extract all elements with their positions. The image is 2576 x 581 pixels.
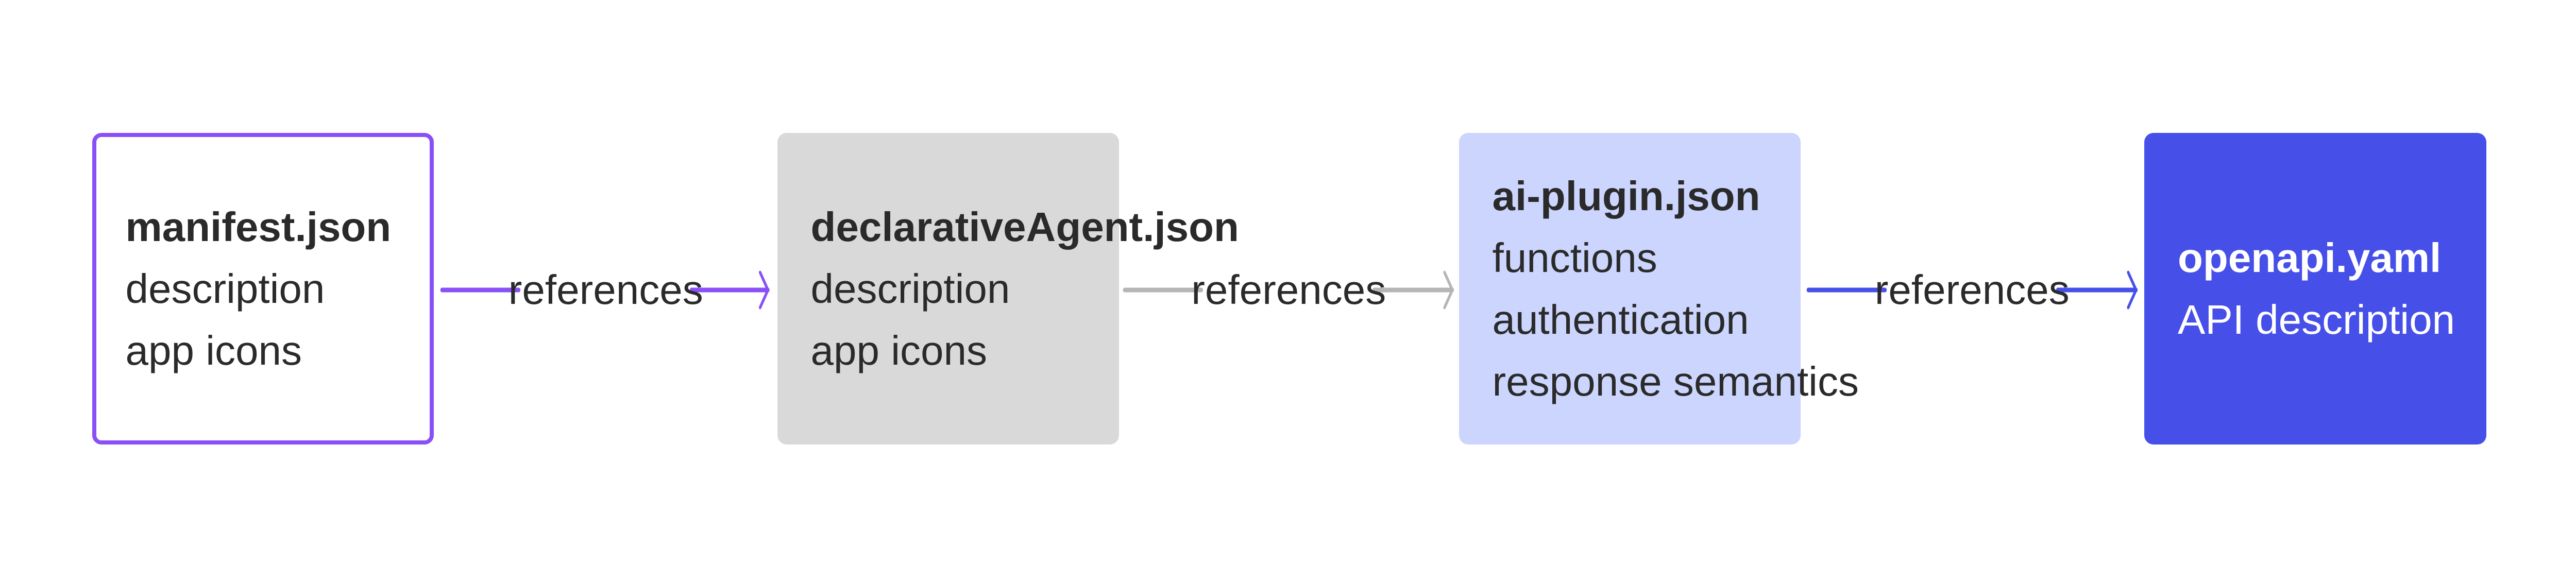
edge-label: references bbox=[1191, 267, 1386, 313]
edge-manifest-to-declarative-agent: references bbox=[440, 259, 772, 321]
node-ai-plugin-json: ai-plugin.json functions authentication … bbox=[1459, 133, 1859, 445]
node-item: description bbox=[810, 265, 1010, 312]
node-title: declarativeAgent.json bbox=[810, 203, 1239, 250]
edge-ai-plugin-to-openapi: references bbox=[1806, 259, 2138, 321]
node-item: functions bbox=[1492, 234, 1657, 281]
node-item: app icons bbox=[125, 327, 302, 373]
arrow-icon bbox=[1806, 270, 2138, 310]
node-declarative-agent-json: declarativeAgent.json description app ic… bbox=[777, 133, 1239, 445]
node-item: API description bbox=[2178, 296, 2455, 343]
arrow-icon bbox=[1123, 270, 1454, 310]
node-title: ai-plugin.json bbox=[1492, 173, 1760, 219]
edge-label: references bbox=[508, 267, 703, 313]
node-item: description bbox=[125, 265, 325, 312]
node-item: app icons bbox=[810, 327, 987, 373]
arrow-icon bbox=[440, 270, 770, 310]
node-title: manifest.json bbox=[125, 203, 392, 250]
node-item: authentication bbox=[1492, 296, 1749, 343]
node-title: openapi.yaml bbox=[2178, 234, 2442, 281]
node-manifest-json: manifest.json description app icons bbox=[92, 133, 434, 445]
edge-label: references bbox=[1874, 267, 2070, 313]
edge-declarative-agent-to-ai-plugin: references bbox=[1123, 259, 1454, 321]
node-item: response semantics bbox=[1492, 358, 1859, 404]
node-openapi-yaml: openapi.yaml API description bbox=[2144, 133, 2486, 445]
